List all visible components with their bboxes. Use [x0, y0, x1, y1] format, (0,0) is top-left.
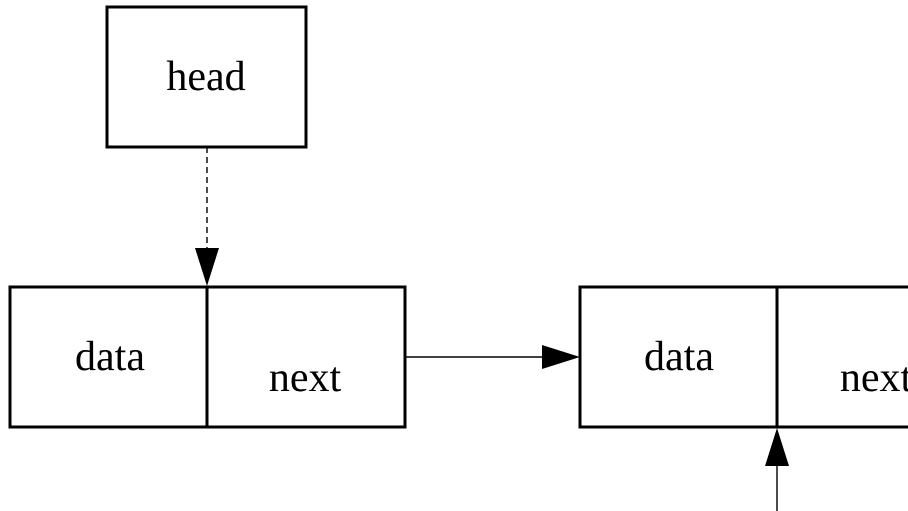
node-1-to-node-2-arrow	[405, 345, 580, 369]
list-node-2: data next	[578, 285, 908, 429]
node-2-box	[578, 285, 908, 429]
head-to-first-node-arrow	[195, 147, 219, 286]
head-box	[105, 5, 308, 149]
list-node-1: data next	[8, 285, 407, 429]
node-2-data-label: data	[644, 334, 714, 380]
head-pointer: head	[105, 5, 308, 149]
next-arrowhead	[542, 345, 580, 369]
head-label: head	[166, 54, 245, 100]
incoming-pointer-arrow	[765, 428, 789, 511]
node-2-next-label: next	[840, 355, 908, 401]
incoming-arrowhead	[765, 428, 789, 466]
node-1-data-label: data	[75, 334, 145, 380]
head-arrowhead	[195, 248, 219, 286]
node-1-next-label: next	[269, 355, 342, 401]
